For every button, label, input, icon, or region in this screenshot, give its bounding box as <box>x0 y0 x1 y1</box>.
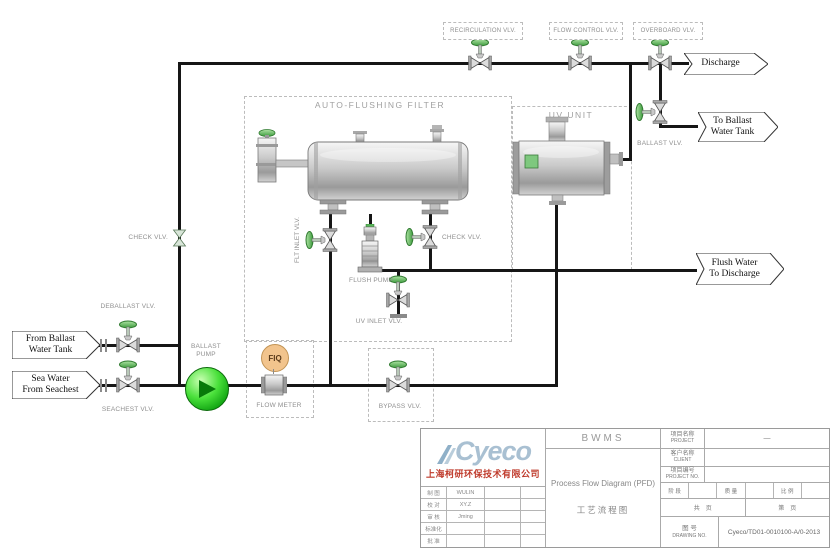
check-valve-icon <box>172 229 187 247</box>
signature-row: 审 核 Jming <box>421 511 545 523</box>
pipe-main-line <box>98 384 558 387</box>
signature-row: 制 图 WULIN <box>421 487 545 499</box>
signature-row: 标准化 <box>421 523 545 535</box>
ballast-valve-label: BALLAST VLV. <box>637 140 683 147</box>
client-label-en: CLIENT <box>673 457 692 464</box>
recirculation-valve-icon <box>468 38 492 71</box>
bypass-valve-label: BYPASS VLV. <box>378 403 422 410</box>
pipe-flush-line <box>370 269 697 272</box>
pipe-ballast-branch-v <box>659 62 662 128</box>
auto-flushing-filter-icon <box>256 125 469 215</box>
overboard-valve-label: OVERBOARD VLV. <box>633 22 703 40</box>
deballast-valve-label: DEBALLAST VLV. <box>100 303 156 310</box>
project-label-en: PROJECT <box>670 438 695 445</box>
filter-check-valve-icon <box>405 225 438 249</box>
flush-pump-icon <box>357 224 383 273</box>
flt-inlet-valve-icon <box>305 228 338 252</box>
check-valve-filter-label: CHECK VLV. <box>442 234 482 241</box>
client-label-cn: 客户名称 <box>670 451 695 458</box>
uv-unit-icon <box>512 116 623 205</box>
fiq-connector <box>273 369 274 374</box>
pipe-ballast-branch-h <box>659 125 698 128</box>
doc-title-en: Process Flow Diagram (PFD) <box>550 478 655 488</box>
flange-tick <box>100 339 102 352</box>
pump-flow-arrow <box>199 380 216 398</box>
uv-inlet-end-flange <box>390 314 407 318</box>
sheet-total-label: 共 页 <box>661 499 746 516</box>
signature-table: 制 图 WULIN 校 对 XY.Z 审 核 Jming 标准化 <box>421 487 546 547</box>
cyeco-logo-swoosh-icon <box>436 445 456 464</box>
pipe-uv-outlet-riser <box>629 62 632 161</box>
project-value: — <box>763 435 771 442</box>
project-label-cn: 项目名称 <box>670 432 695 439</box>
project-no-label-cn: 项目编号 <box>670 468 695 475</box>
pipe-filter-inlet <box>329 214 332 386</box>
cyeco-logo: Cyeco <box>421 431 545 467</box>
project-no-row: 项目编号 PROJECT NO. <box>661 467 829 483</box>
flow-meter-box <box>246 340 314 418</box>
sheet-row: 共 页 第 页 <box>661 499 829 517</box>
flow-meter-label: FLOW METER <box>256 402 302 409</box>
flow-control-valve-label: FLOW CONTROL VLV. <box>549 22 623 40</box>
drawing-no-row: 图 号 DRAWING NO. Cyeco/TD01-0010100-A/0-2… <box>661 517 829 547</box>
uv-section-title: UV UNIT <box>548 110 594 120</box>
drawing-number: Cyeco/TD01-0010100-A/0-2013 <box>727 528 821 536</box>
client-row: 客户名称 CLIENT <box>661 449 829 467</box>
uv-inlet-valve-label: UV INLET VLV. <box>355 318 403 325</box>
company-name-cn: 上海柯研环保技术有限公司 <box>425 469 540 479</box>
flange-tick <box>105 379 107 392</box>
filter-section-title: AUTO-FLUSHING FILTER <box>314 100 446 110</box>
pipe-top-header <box>178 62 689 65</box>
title-block-middle: BWMS Process Flow Diagram (PFD) 工艺流程图 <box>546 429 661 547</box>
project-no-label-en: PROJECT NO. <box>665 474 700 481</box>
ballast-pump-icon <box>185 367 229 411</box>
bypass-valve-icon <box>386 360 410 393</box>
drawing-label-en: DRAWING NO. <box>672 532 707 539</box>
recirculation-valve-label: RECIRCULATION VLV. <box>443 22 523 40</box>
seachest-valve-icon <box>116 360 140 393</box>
fiq-instrument-bubble: FIQ <box>261 344 289 372</box>
seachest-valve-label: SEACHEST VLV. <box>101 406 155 413</box>
title-block-right: 项目名称 PROJECT — 客户名称 CLIENT 项目编号 PROJECT … <box>661 429 829 547</box>
ballast-valve-icon <box>635 100 668 124</box>
stage-quality-scale-row: 阶 段 质 量 比 例 <box>661 483 829 499</box>
pipe-uv-riser <box>555 196 558 387</box>
flow-meter-icon <box>261 374 287 396</box>
scale-label: 比 例 <box>774 483 802 498</box>
drawing-label-cn: 图 号 <box>682 525 697 533</box>
ballast-pump-label: BALLAST PUMP <box>191 343 221 359</box>
discharge-flow-arrow: Discharge <box>684 53 768 75</box>
flange-tick <box>105 339 107 352</box>
flange-tick <box>100 379 102 392</box>
signature-row: 校 对 XY.Z <box>421 499 545 511</box>
pipe-uv-outlet-h <box>615 158 632 161</box>
signature-row: 批 准 <box>421 535 545 547</box>
overboard-valve-icon <box>648 38 672 71</box>
check-valve-left-label: CHECK VLV. <box>128 234 168 241</box>
title-block: Cyeco 上海柯研环保技术有限公司 制 图 WULIN 校 对 XY.Z 审 … <box>420 428 830 548</box>
stage-label: 阶 段 <box>661 483 690 498</box>
cyeco-logo-text: Cyeco <box>454 436 532 466</box>
flt-inlet-valve-label: FLT INLET VLV. <box>294 217 301 263</box>
title-block-logo-cell: Cyeco 上海柯研环保技术有限公司 <box>421 429 546 487</box>
flush-pump-label: FLUSH PUMP <box>349 277 393 284</box>
system-name: BWMS <box>546 429 660 449</box>
sheet-no-label: 第 页 <box>778 506 797 512</box>
quality-label: 质 量 <box>717 483 746 498</box>
pipe-left-riser <box>178 62 181 386</box>
deballast-valve-icon <box>116 320 140 353</box>
project-row: 项目名称 PROJECT — <box>661 429 829 449</box>
flow-control-valve-icon <box>568 38 592 71</box>
filter-section-box <box>244 96 512 342</box>
pipe-flush-pump-stub <box>369 214 372 226</box>
doc-title-cn: 工艺流程图 <box>576 505 630 515</box>
